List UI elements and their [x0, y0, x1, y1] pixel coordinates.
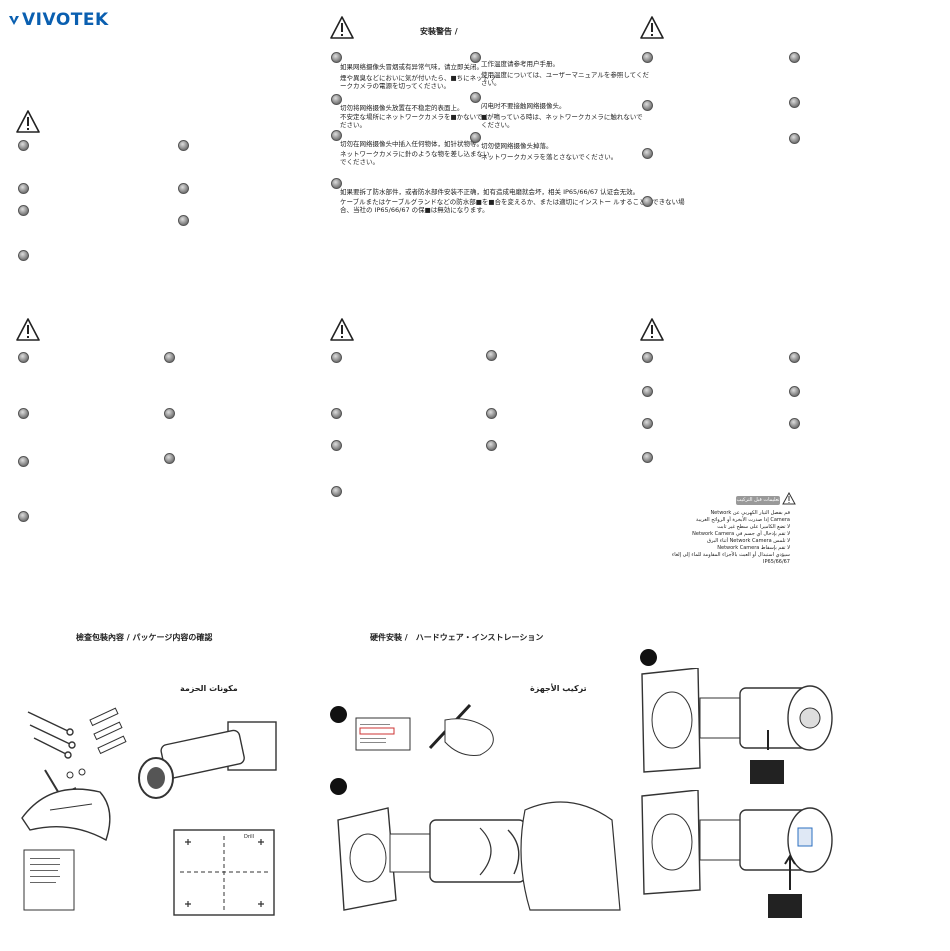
bullet-icon [789, 418, 800, 429]
safety-item-zh: 如果网络摄像头冒烟或有异常气味，请立即关闭。 [340, 63, 483, 71]
bullet-icon [642, 418, 653, 429]
bullet-icon [164, 352, 175, 363]
bullet-icon [789, 352, 800, 363]
warning-triangle-icon [640, 318, 664, 341]
bullet-icon [178, 140, 189, 151]
bullet-icon [789, 97, 800, 108]
bullet-icon [18, 183, 29, 194]
bullet-icon [18, 511, 29, 522]
arabic-line: قم بفصل التيار الكهربي عن Network [710, 510, 790, 516]
bullet-icon [331, 486, 342, 497]
logo-mark-icon [8, 11, 20, 25]
bullet-icon [178, 215, 189, 226]
logo-text: VIVOTEK [22, 10, 109, 30]
arabic-line: Camera إذا صدرت الأبخرة أو الروائح الغري… [696, 517, 790, 523]
safety-item-zh: 切勿使网络摄像头掉落。 [481, 142, 553, 150]
safety-heading: 安裝警告 / [420, 27, 458, 36]
hardware-heading-ar: تركيب الأجهزة [530, 684, 587, 693]
bullet-icon [331, 440, 342, 451]
step-number-1 [330, 706, 347, 723]
safety-long-ja: ケーブルまたはケーブルグランドなどの防水部■を■合を変えるか、または適切にインス… [340, 198, 685, 206]
bullet-icon [18, 408, 29, 419]
safety-item-ja: 煙や異臭などにおいに気が付いたら、■ちにネットワ [340, 74, 496, 82]
safety-item-ja: 不安定な場所にネットワークカメラを■かないでく [340, 113, 489, 121]
bullet-icon [18, 456, 29, 467]
bullet-icon [789, 386, 800, 397]
arabic-line: لا تضع الكاميرا على سطح غير ثابت [717, 524, 790, 530]
arabic-warning-box: تعليمات قبل التركيب قم بفصل التيار الكهر… [620, 490, 800, 570]
arabic-line: لا تلمس Network Camera أثناء البرق [707, 538, 790, 544]
step-number-2 [330, 778, 347, 795]
bullet-icon [18, 205, 29, 216]
bullet-icon [642, 386, 653, 397]
warning-triangle-icon [330, 16, 354, 39]
bullet-icon [331, 130, 342, 141]
bullet-icon [331, 52, 342, 63]
bullet-icon [331, 178, 342, 189]
bullet-icon [789, 133, 800, 144]
safety-item-zh: 工作温度请参考用户手册。 [481, 60, 559, 68]
arabic-line: سيؤدي استبدال أو العبث بالأجزاء المقاومة… [671, 552, 790, 558]
bullet-icon [18, 140, 29, 151]
bullet-icon [164, 453, 175, 464]
warning-triangle-icon [640, 16, 664, 39]
bullet-icon [642, 52, 653, 63]
camera-twist-illustration [337, 801, 621, 911]
safety-item-zh: 切勿将网络摄像头放置在不稳定的表面上。 [340, 104, 464, 112]
bullet-icon [642, 100, 653, 111]
bullet-icon [178, 183, 189, 194]
safety-item-ja: ださい。 [340, 121, 366, 129]
bullet-icon [642, 148, 653, 159]
bullet-icon [18, 352, 29, 363]
bullet-icon [486, 440, 497, 451]
safety-item-zh: 切勿在网络摄像头中插入任何物体，如针状物等。 [340, 140, 483, 148]
warning-triangle-icon [16, 318, 40, 341]
step-number-3 [640, 649, 657, 666]
safety-item-ja: ネットワークカメラを落とさないでください。 [481, 153, 618, 161]
safety-item-ja: ■が鳴っている時は、ネットワークカメラに触れないで [481, 113, 643, 121]
arabic-line: لا تقم بإدخال أي جسم في Network Camera [692, 531, 790, 537]
warning-triangle-icon [330, 318, 354, 341]
warning-triangle-icon [16, 110, 40, 133]
arabic-box-title: تعليمات قبل التركيب [736, 496, 780, 505]
safety-item-ja: 使用温度については、ユーザーマニュアルを参照してくだ [481, 71, 649, 79]
bullet-icon [331, 352, 342, 363]
bullet-icon [642, 452, 653, 463]
bullet-icon [486, 408, 497, 419]
safety-long-zh: 如果要拆了防水部件，或者防水部件安装不正确，如有造成电磨就会坏，相关 IP65/… [340, 188, 640, 196]
vivotek-logo: VIVOTEK [8, 10, 109, 30]
safety-item-ja: ークカメラの電源を切ってください。 [340, 82, 450, 90]
bullet-icon [470, 52, 481, 63]
safety-item-ja: ネットワークカメラに針のような物を差し込まない [340, 150, 490, 158]
safety-item-ja: さい。 [481, 79, 501, 87]
safety-item-zh: 闪电时不要接触网络摄像头。 [481, 102, 566, 110]
bullet-icon [331, 94, 342, 105]
arabic-line: لا تقم بإسقاط Network Camera [717, 545, 790, 551]
bullet-icon [470, 92, 481, 103]
bullet-icon [789, 52, 800, 63]
bullet-icon [486, 350, 497, 361]
label-pen-illustration [355, 703, 494, 756]
package-heading: 檢查包裝內容 / パッケージ内容の確認 [76, 633, 213, 642]
camera-sd-insert-illustration [641, 790, 833, 918]
bullet-icon [18, 250, 29, 261]
template-label: Drill [244, 834, 255, 840]
package-contents-illustration [21, 707, 277, 916]
bullet-icon [164, 408, 175, 419]
warning-triangle-icon [782, 492, 796, 505]
safety-long-ja: 合、当社の IP65/66/67 の保■は無効になります。 [340, 206, 489, 214]
arabic-line: IP65/66/67 [763, 559, 790, 565]
camera-sd-slot-illustration [641, 668, 833, 784]
bullet-icon [642, 196, 653, 207]
bullet-icon [642, 352, 653, 363]
safety-item-ja: ください。 [481, 121, 514, 129]
safety-item-ja: でください。 [340, 158, 379, 166]
bullet-icon [331, 408, 342, 419]
package-heading-ar: مكونات الحزمة [180, 684, 238, 693]
hardware-heading: 硬件安裝 / ハードウェア・インストレーション [370, 633, 544, 642]
bullet-icon [470, 132, 481, 143]
